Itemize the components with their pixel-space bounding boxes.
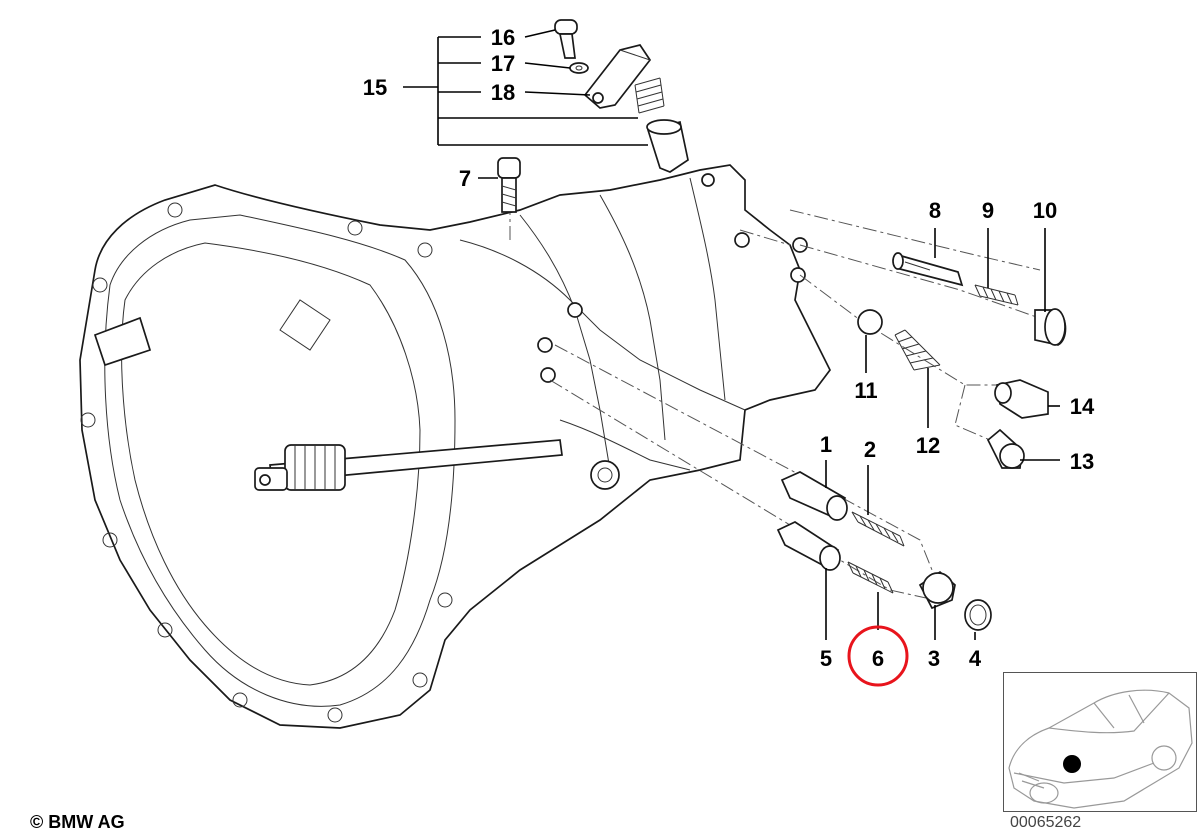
part-label-12: 12 (916, 433, 940, 458)
part-label-8: 8 (929, 198, 941, 223)
part-3-cap (918, 570, 956, 610)
part-11-ball (857, 309, 883, 335)
part-label-3: 3 (928, 646, 940, 671)
part-8-pin (892, 252, 964, 287)
vehicle-locator-thumbnail (1003, 672, 1197, 812)
part-label-11: 11 (854, 378, 877, 403)
part-label-9: 9 (982, 198, 994, 223)
transmission-housing (79, 164, 831, 729)
car-outline-icon (1008, 689, 1193, 809)
highlight-ring-part-6 (847, 625, 909, 687)
part-label-7: 7 (459, 166, 471, 191)
part-label-5: 5 (820, 646, 832, 671)
part-label-14: 14 (1070, 394, 1095, 419)
part-6-spring (847, 561, 894, 594)
part-15-spring-and-cap (634, 77, 689, 173)
diagram-reference-number: 00065262 (1010, 814, 1082, 831)
part-label-6: 6 (872, 646, 884, 671)
part-1-sleeve (780, 471, 848, 521)
part-4-circlip (964, 599, 992, 631)
assembly-guide-lines (509, 200, 1046, 601)
part-label-16: 16 (491, 25, 515, 50)
part-10-plug (1034, 308, 1067, 346)
part-labels: 1 2 3 4 5 6 7 8 9 10 11 12 13 14 15 16 1… (363, 25, 1095, 671)
part-9-spring (974, 284, 1019, 306)
part-5-sleeve (776, 521, 841, 571)
part-12-spring (894, 329, 941, 371)
part-7-bolt (497, 157, 521, 213)
locator-dot (1063, 755, 1081, 773)
part-13-sealing-ring (986, 428, 1025, 469)
part-label-17: 17 (491, 51, 515, 76)
part-label-2: 2 (864, 437, 876, 462)
part-label-18: 18 (491, 80, 515, 105)
leader-lines (403, 29, 1060, 640)
part-16-screw (554, 19, 578, 59)
part-17-washer (569, 62, 589, 74)
part-18-bracket (583, 44, 652, 109)
copyright-text: © BMW AG (30, 812, 125, 832)
part-label-13: 13 (1070, 449, 1094, 474)
part-label-10: 10 (1033, 198, 1057, 223)
part-14-screw-plug (994, 379, 1049, 419)
part-label-1: 1 (820, 432, 832, 457)
part-2-spring (851, 511, 905, 547)
part-label-4: 4 (969, 646, 982, 671)
part-label-15: 15 (363, 75, 387, 100)
